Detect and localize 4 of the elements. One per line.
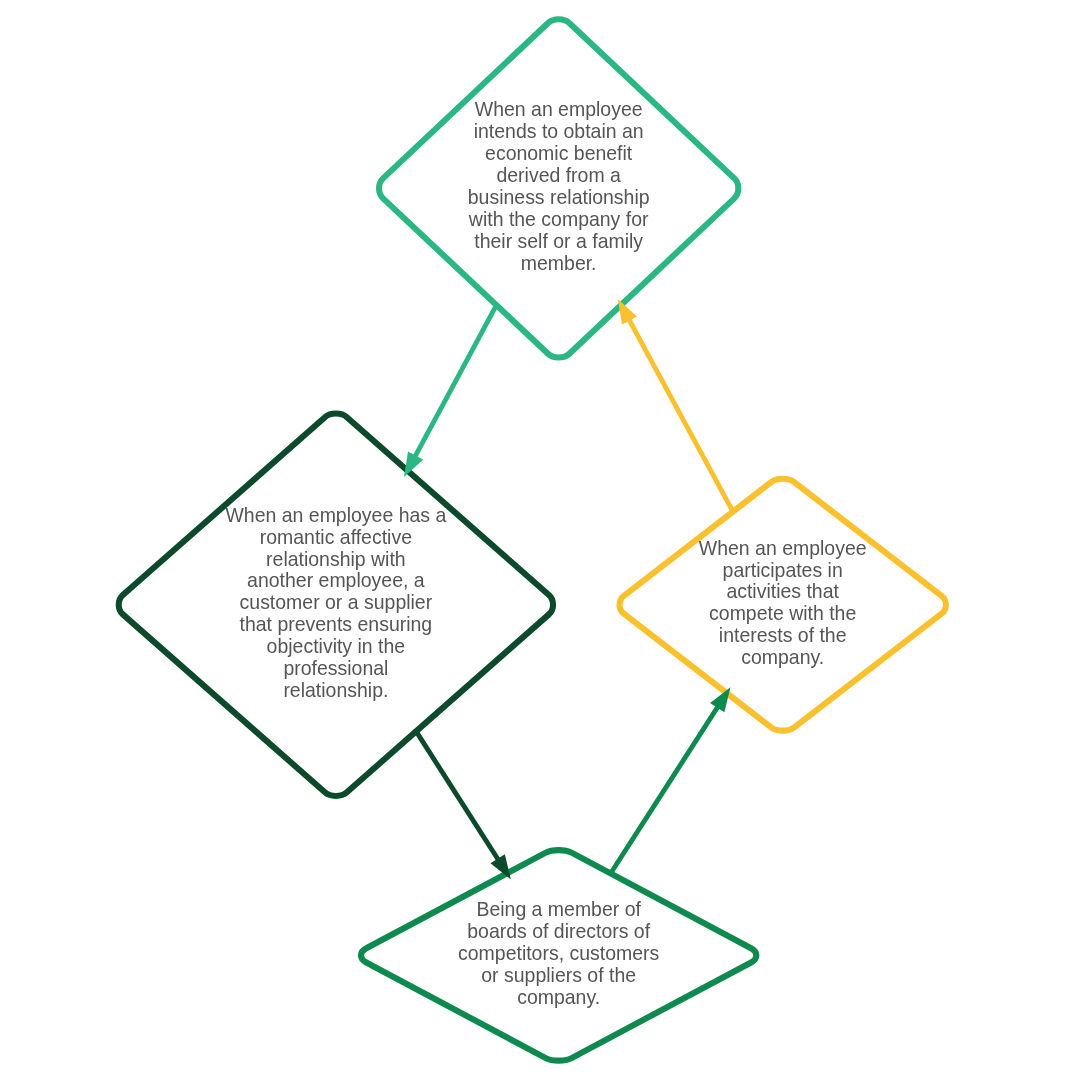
arrow: [608, 687, 731, 875]
arrow: [403, 304, 499, 477]
arrow: [414, 730, 511, 880]
arrow: [617, 298, 735, 513]
